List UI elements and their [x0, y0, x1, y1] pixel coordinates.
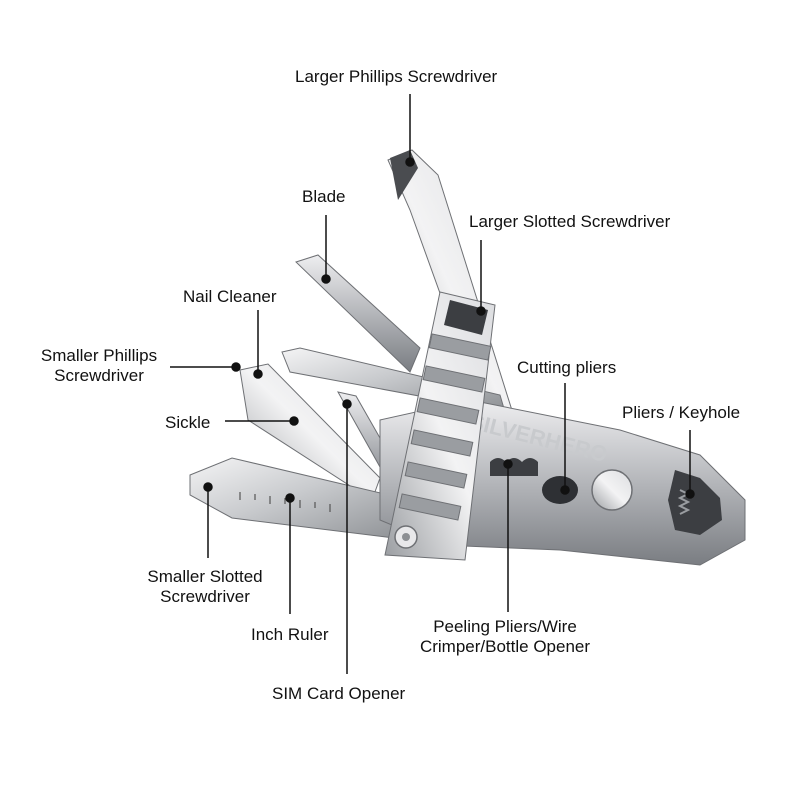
- label-larger-slotted-screwdriver: Larger Slotted Screwdriver: [469, 212, 671, 231]
- label-line: Smaller Slotted: [147, 567, 263, 586]
- cutting-pliers-opening: [542, 476, 578, 504]
- label-blade: Blade: [302, 187, 346, 206]
- label-sim-card-opener: SIM Card Opener: [272, 684, 406, 703]
- sickle-arm: [239, 363, 381, 501]
- inch-ruler-arm: [189, 457, 411, 541]
- tool-illustration: SILVERHERO: [189, 149, 746, 566]
- label-nail-cleaner: Nail Cleaner: [183, 287, 277, 306]
- label-sickle: Sickle: [165, 413, 211, 432]
- label-line: Screwdriver: [54, 366, 144, 385]
- label-line: Screwdriver: [160, 587, 250, 606]
- label-line: Peeling Pliers/Wire: [433, 617, 577, 636]
- label-larger-phillips-screwdriver: Larger Phillips Screwdriver: [295, 67, 498, 86]
- pliers-keyhole-jaw: [668, 470, 722, 535]
- label-inch-ruler: Inch Ruler: [251, 625, 329, 644]
- label-line: Smaller Phillips: [40, 346, 158, 365]
- label-cutting-pliers: Cutting pliers: [517, 358, 617, 377]
- label-smaller-slotted-screwdriver: Smaller Slotted Screwdriver: [138, 567, 272, 607]
- label-line: Crimper/Bottle Opener: [419, 637, 591, 656]
- blade-arm: [295, 254, 421, 373]
- label-peeling-pliers: Peeling Pliers/Wire Crimper/Bottle Opene…: [405, 617, 605, 657]
- leader-lines: [170, 94, 695, 674]
- pliers-pivot: [591, 469, 633, 511]
- label-pliers-keyhole: Pliers / Keyhole: [622, 403, 741, 422]
- label-smaller-phillips-screwdriver: Smaller Phillips Screwdriver: [33, 346, 165, 386]
- handle: [384, 291, 496, 561]
